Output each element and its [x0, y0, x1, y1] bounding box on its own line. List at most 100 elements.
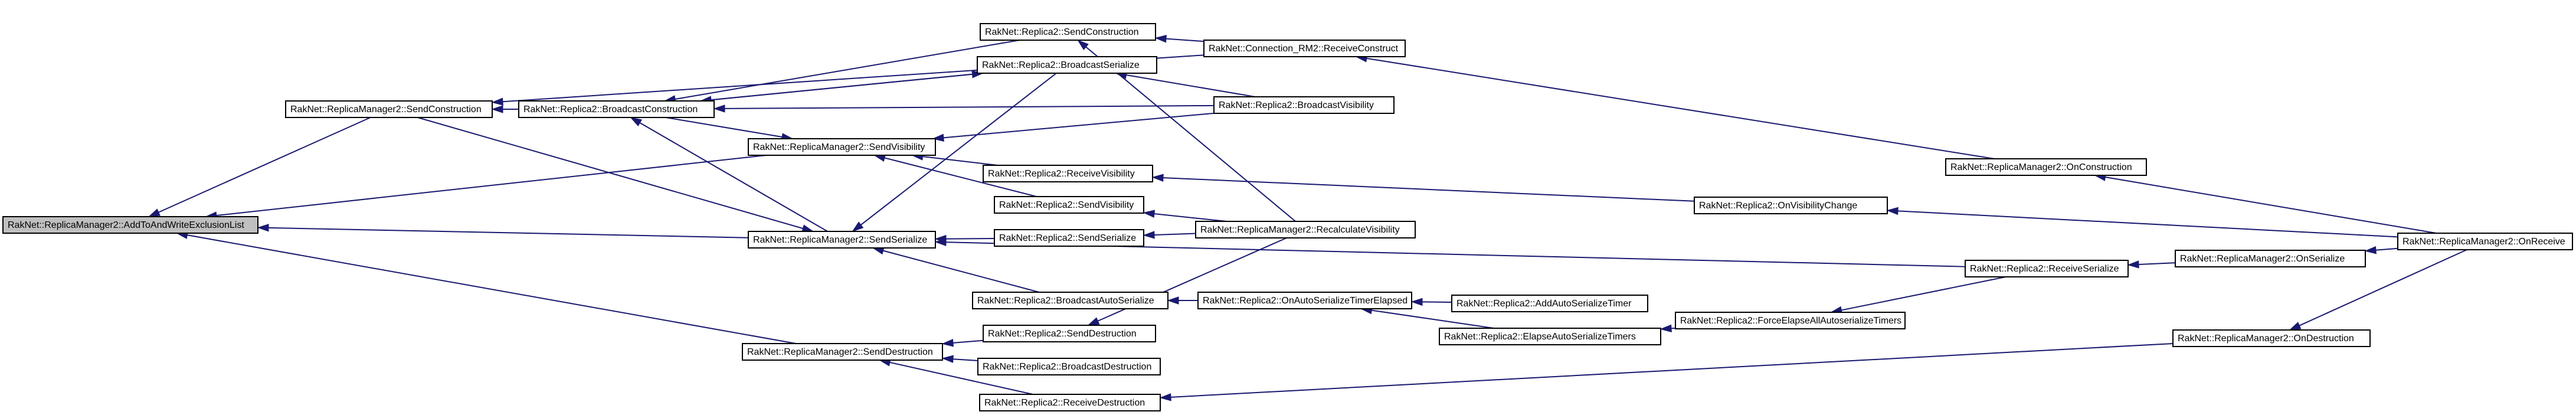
- edge-n16-to-n6: [1154, 34, 1204, 43]
- node-n25[interactable]: RakNet::ReplicaManager2::OnSerialize: [2175, 250, 2366, 267]
- node-box[interactable]: [1195, 221, 1416, 238]
- edge-n23-to-n16: [1355, 54, 1995, 159]
- arrow-head-icon: [2364, 246, 2377, 254]
- edge-n21-to-n9: [1151, 174, 1695, 202]
- node-label: RakNet::Replica2::ReceiveVisibility: [988, 169, 1135, 179]
- edge-line: [2138, 262, 2176, 266]
- node-n24[interactable]: RakNet::Replica2::ReceiveSerialize: [1965, 260, 2129, 277]
- edge-n12-to-n4: [872, 247, 1040, 293]
- node-label: RakNet::ReplicaManager2::SendSerialize: [753, 235, 927, 245]
- node-box[interactable]: [972, 292, 1168, 309]
- node-n13[interactable]: RakNet::Replica2::SendDestruction: [983, 325, 1156, 342]
- node-n15[interactable]: RakNet::Replica2::ReceiveDestruction: [979, 394, 1161, 411]
- arrow-head-icon: [1143, 210, 1156, 218]
- node-n2[interactable]: RakNet::Replica2::BroadcastConstruction: [518, 100, 715, 118]
- edge-n27-to-n25: [2364, 246, 2398, 254]
- edge-line: [1163, 177, 1695, 202]
- node-n3[interactable]: RakNet::ReplicaManager2::SendVisibility: [748, 138, 936, 156]
- node-box[interactable]: [2175, 250, 2366, 267]
- node-label: RakNet::ReplicaManager2::OnDestruction: [2178, 334, 2354, 344]
- root-node-box[interactable]: [2, 216, 258, 234]
- edge-line: [1166, 38, 1204, 43]
- node-box[interactable]: [2172, 329, 2371, 347]
- node-n10[interactable]: RakNet::Replica2::SendVisibility: [994, 196, 1144, 214]
- node-label: RakNet::Replica2::BroadcastAutoSerialize: [977, 296, 1154, 306]
- edge-line: [1170, 342, 2174, 398]
- node-box[interactable]: [748, 138, 936, 156]
- node-n5[interactable]: RakNet::ReplicaManager2::SendDestruction: [742, 343, 943, 361]
- node-box[interactable]: [1675, 312, 1906, 329]
- node-label: RakNet::Replica2::SendSerialize: [999, 233, 1136, 243]
- node-box[interactable]: [1439, 328, 1661, 345]
- arrow-head-icon: [713, 104, 725, 113]
- edge-n2-to-n3: [665, 117, 794, 141]
- node-box[interactable]: [1213, 96, 1395, 114]
- edges-layer: [148, 34, 2467, 401]
- node-n4[interactable]: RakNet::ReplicaManager2::SendSerialize: [748, 231, 936, 249]
- node-n21[interactable]: RakNet::Replica2::OnVisibilityChange: [1694, 197, 1888, 214]
- node-n18[interactable]: RakNet::Replica2::OnAutoSerializeTimerEl…: [1197, 292, 1412, 309]
- node-n19[interactable]: RakNet::Replica2::AddAutoSerializeTimer: [1451, 295, 1648, 312]
- edge-n17-to-n13: [1087, 237, 1287, 326]
- node-n7[interactable]: RakNet::Replica2::BroadcastSerialize: [977, 56, 1157, 74]
- arrow-head-icon: [1151, 174, 1164, 182]
- node-n6[interactable]: RakNet::Replica2::SendConstruction: [980, 23, 1156, 41]
- node-box[interactable]: [983, 165, 1153, 182]
- node-label: RakNet::Replica2::BroadcastConstruction: [523, 104, 698, 115]
- node-box[interactable]: [285, 100, 493, 118]
- edge-n19-to-n18: [1410, 298, 1452, 306]
- node-box[interactable]: [983, 325, 1156, 342]
- node-box[interactable]: [2397, 233, 2573, 250]
- node-box[interactable]: [977, 358, 1161, 375]
- edge-n17-to-n11: [1143, 231, 1196, 239]
- node-n20[interactable]: RakNet::Replica2::ElapseAutoSerializeTim…: [1439, 328, 1661, 345]
- node-box[interactable]: [1451, 295, 1648, 312]
- node-n12[interactable]: RakNet::Replica2::BroadcastAutoSerialize: [972, 292, 1168, 309]
- arrow-head-icon: [852, 221, 864, 232]
- edge-line: [639, 122, 828, 232]
- node-n27[interactable]: RakNet::ReplicaManager2::OnReceive: [2397, 233, 2573, 250]
- arrow-head-icon: [1886, 207, 1899, 215]
- node-n26[interactable]: RakNet::ReplicaManager2::OnDestruction: [2172, 329, 2371, 347]
- edge-line: [1366, 57, 1995, 159]
- edge-line: [922, 156, 998, 166]
- arrow-head-icon: [1143, 231, 1155, 239]
- node-n23[interactable]: RakNet::ReplicaManager2::OnConstruction: [1945, 158, 2147, 176]
- arrow-head-icon: [148, 208, 161, 217]
- node-label: RakNet::Replica2::ForceElapseAllAutoseri…: [1680, 316, 1901, 326]
- node-box[interactable]: [980, 23, 1156, 41]
- node-n22[interactable]: RakNet::Replica2::ForceElapseAllAutoseri…: [1675, 312, 1906, 329]
- node-box[interactable]: [1694, 197, 1888, 214]
- node-label: RakNet::ReplicaManager2::SendDestruction: [747, 347, 933, 357]
- edge-n1-to-n4: [417, 117, 814, 233]
- edge-n8-to-n2: [713, 104, 1215, 113]
- node-n14[interactable]: RakNet::Replica2::BroadcastDestruction: [977, 358, 1161, 375]
- node-label: RakNet::Replica2::SendConstruction: [985, 27, 1139, 37]
- edge-n3-to-n0: [205, 155, 767, 220]
- node-box[interactable]: [1965, 260, 2129, 277]
- node-box[interactable]: [1197, 292, 1412, 309]
- node-label: RakNet::Replica2::AddAutoSerializeTimer: [1456, 299, 1632, 309]
- node-box[interactable]: [742, 343, 943, 361]
- node-box[interactable]: [994, 229, 1144, 247]
- node-label: RakNet::ReplicaManager2::OnConstruction: [1950, 162, 2132, 172]
- edge-line: [1154, 213, 1227, 222]
- node-box[interactable]: [1945, 158, 2147, 176]
- node-box[interactable]: [1203, 40, 1406, 57]
- node-n8[interactable]: RakNet::Replica2::BroadcastVisibility: [1213, 96, 1395, 114]
- arrow-head-icon: [257, 224, 269, 232]
- edge-line: [889, 361, 1033, 395]
- node-n0[interactable]: RakNet::ReplicaManager2::AddToAndWriteEx…: [2, 216, 258, 234]
- node-box[interactable]: [518, 100, 715, 118]
- node-box[interactable]: [977, 56, 1157, 74]
- node-n11[interactable]: RakNet::Replica2::SendSerialize: [994, 229, 1144, 247]
- node-n17[interactable]: RakNet::ReplicaManager2::RecalculateVisi…: [1195, 221, 1416, 238]
- node-n16[interactable]: RakNet::Connection_RM2::ReceiveConstruct: [1203, 40, 1406, 57]
- node-n1[interactable]: RakNet::ReplicaManager2::SendConstructio…: [285, 100, 493, 118]
- node-box[interactable]: [979, 394, 1161, 411]
- node-box[interactable]: [748, 231, 936, 249]
- node-n9[interactable]: RakNet::Replica2::ReceiveVisibility: [983, 165, 1153, 182]
- edge-line: [1897, 210, 2398, 238]
- node-box[interactable]: [994, 196, 1144, 214]
